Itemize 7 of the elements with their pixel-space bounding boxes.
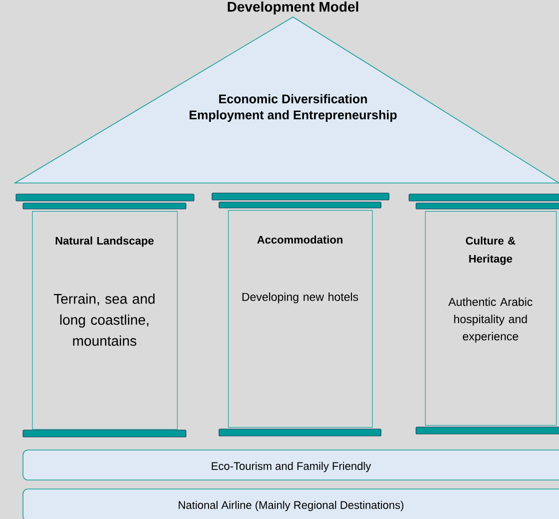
diagram-title: Development Model <box>228 1 358 15</box>
roof-triangle: Economic Diversification Employment and Entrepreneurship <box>14 16 559 184</box>
pillar-box: Accommodation Developing new hotels <box>228 210 373 428</box>
foundation-band: National Airline (Mainly Regional Destinations) <box>22 488 559 519</box>
foundation-band: Eco-Tourism and Family Friendly <box>22 450 559 480</box>
pillar-box: Culture & Heritage Authentic Arabic hospitality and experience <box>425 211 557 426</box>
pillar-box: Natural Landscape Terrain, sea and long coastline, mountains <box>32 211 178 430</box>
